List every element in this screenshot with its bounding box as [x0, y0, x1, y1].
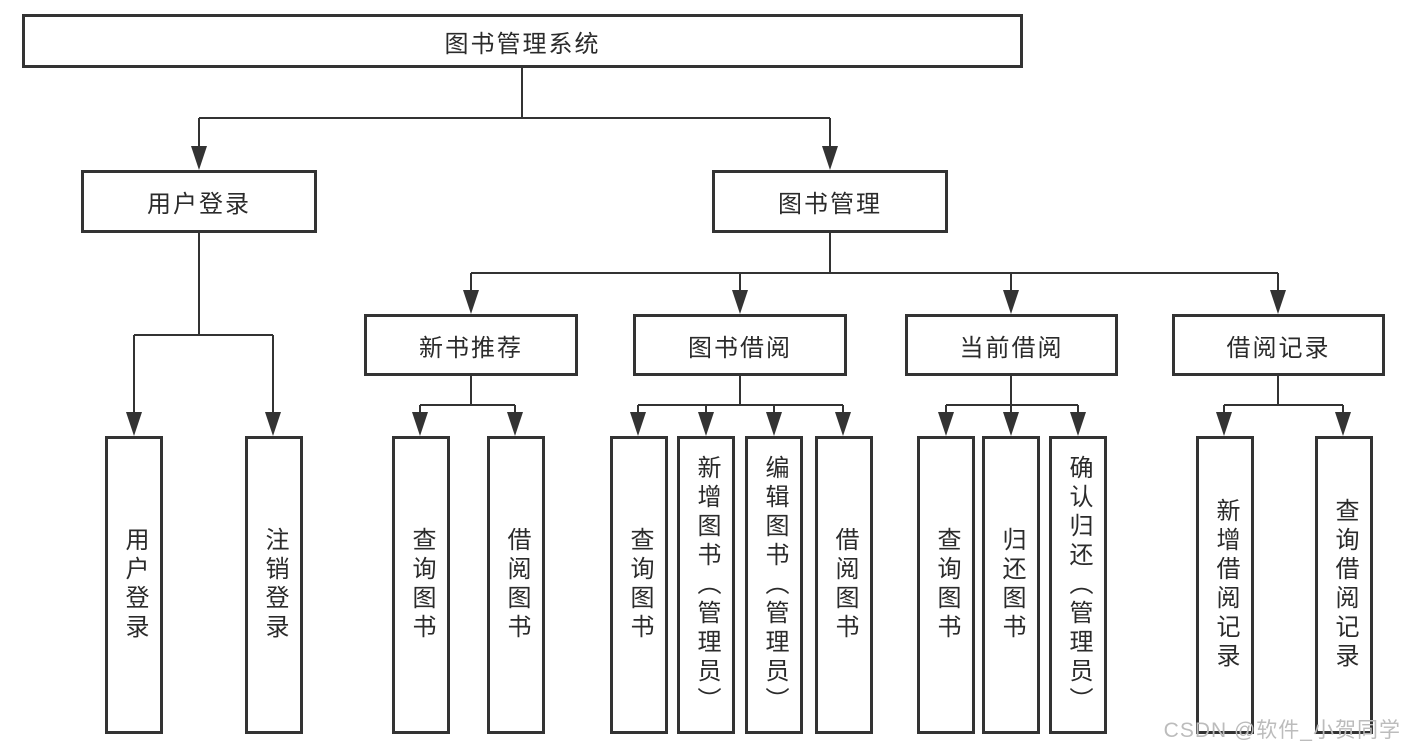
leaf-logout: 注销登录 [245, 436, 303, 734]
connector-user-login [133, 233, 274, 414]
leaf-logout-label: 注销登录 [261, 527, 288, 643]
node-root-system: 图书管理系统 [22, 14, 1023, 68]
leaf-user-login-label: 用户登录 [121, 527, 148, 643]
leaf-borrow-borrow-books: 借阅图书 [815, 436, 873, 734]
node-borrowing-records-label: 借阅记录 [1226, 334, 1331, 362]
leaf-borrow-add-books-admin-label: 新增图书（管理员） [693, 454, 720, 716]
leaf-newbooks-borrow-books: 借阅图书 [487, 436, 545, 734]
leaf-borrow-query-books-label: 查询图书 [626, 527, 653, 643]
connector-borrow-records [1223, 376, 1344, 414]
connector-new-books [419, 376, 516, 414]
leaf-borrow-borrow-books-label: 借阅图书 [831, 527, 858, 643]
node-current-borrowing: 当前借阅 [905, 314, 1118, 376]
arrowheads-user-login [126, 412, 281, 436]
leaf-records-add-record: 新增借阅记录 [1196, 436, 1254, 734]
leaf-records-add-record-label: 新增借阅记录 [1212, 498, 1239, 672]
leaf-newbooks-query-books: 查询图书 [392, 436, 450, 734]
node-root-label: 图书管理系统 [444, 30, 601, 58]
leaf-records-query-record: 查询借阅记录 [1315, 436, 1373, 734]
node-book-management-label: 图书管理 [778, 191, 882, 218]
leaf-current-confirm-return-admin: 确认归还（管理员） [1049, 436, 1107, 734]
leaf-user-login: 用户登录 [105, 436, 163, 734]
arrowheads-current-borrow [938, 412, 1086, 436]
leaf-newbooks-borrow-books-label: 借阅图书 [503, 527, 530, 643]
arrowheads-root [191, 146, 838, 170]
arrowheads-new-books [412, 412, 523, 436]
arrowheads-book-mgmt [463, 290, 1286, 314]
arrowheads-book-borrow [630, 412, 851, 436]
leaf-current-return-books-label: 归还图书 [998, 527, 1025, 643]
leaf-current-return-books: 归还图书 [982, 436, 1040, 734]
leaf-records-query-record-label: 查询借阅记录 [1331, 498, 1358, 672]
node-new-book-recommend: 新书推荐 [364, 314, 578, 376]
leaf-borrow-query-books: 查询图书 [610, 436, 668, 734]
csdn-watermark: CSDN @软件_小贺同学 [1163, 719, 1401, 742]
leaf-borrow-edit-books-admin: 编辑图书（管理员） [745, 436, 803, 734]
connector-current-borrow [945, 376, 1079, 414]
node-current-borrowing-label: 当前借阅 [959, 334, 1064, 362]
node-user-login: 用户登录 [81, 170, 317, 233]
leaf-borrow-edit-books-admin-label: 编辑图书（管理员） [761, 454, 788, 716]
node-book-borrowing: 图书借阅 [633, 314, 847, 376]
connector-book-borrow [637, 376, 844, 414]
node-book-borrowing-label: 图书借阅 [688, 334, 792, 362]
leaf-newbooks-query-books-label: 查询图书 [408, 527, 435, 643]
node-user-login-label: 用户登录 [147, 191, 251, 218]
arrowheads-borrow-records [1216, 412, 1351, 436]
node-book-management: 图书管理 [712, 170, 948, 233]
connector-book-mgmt [470, 233, 1279, 292]
leaf-borrow-add-books-admin: 新增图书（管理员） [677, 436, 735, 734]
connector-root [198, 68, 831, 148]
node-new-book-recommend-label: 新书推荐 [419, 334, 523, 362]
node-borrowing-records: 借阅记录 [1172, 314, 1385, 376]
leaf-current-query-books: 查询图书 [917, 436, 975, 734]
leaf-current-confirm-return-admin-label: 确认归还（管理员） [1065, 454, 1092, 716]
leaf-current-query-books-label: 查询图书 [933, 527, 960, 643]
